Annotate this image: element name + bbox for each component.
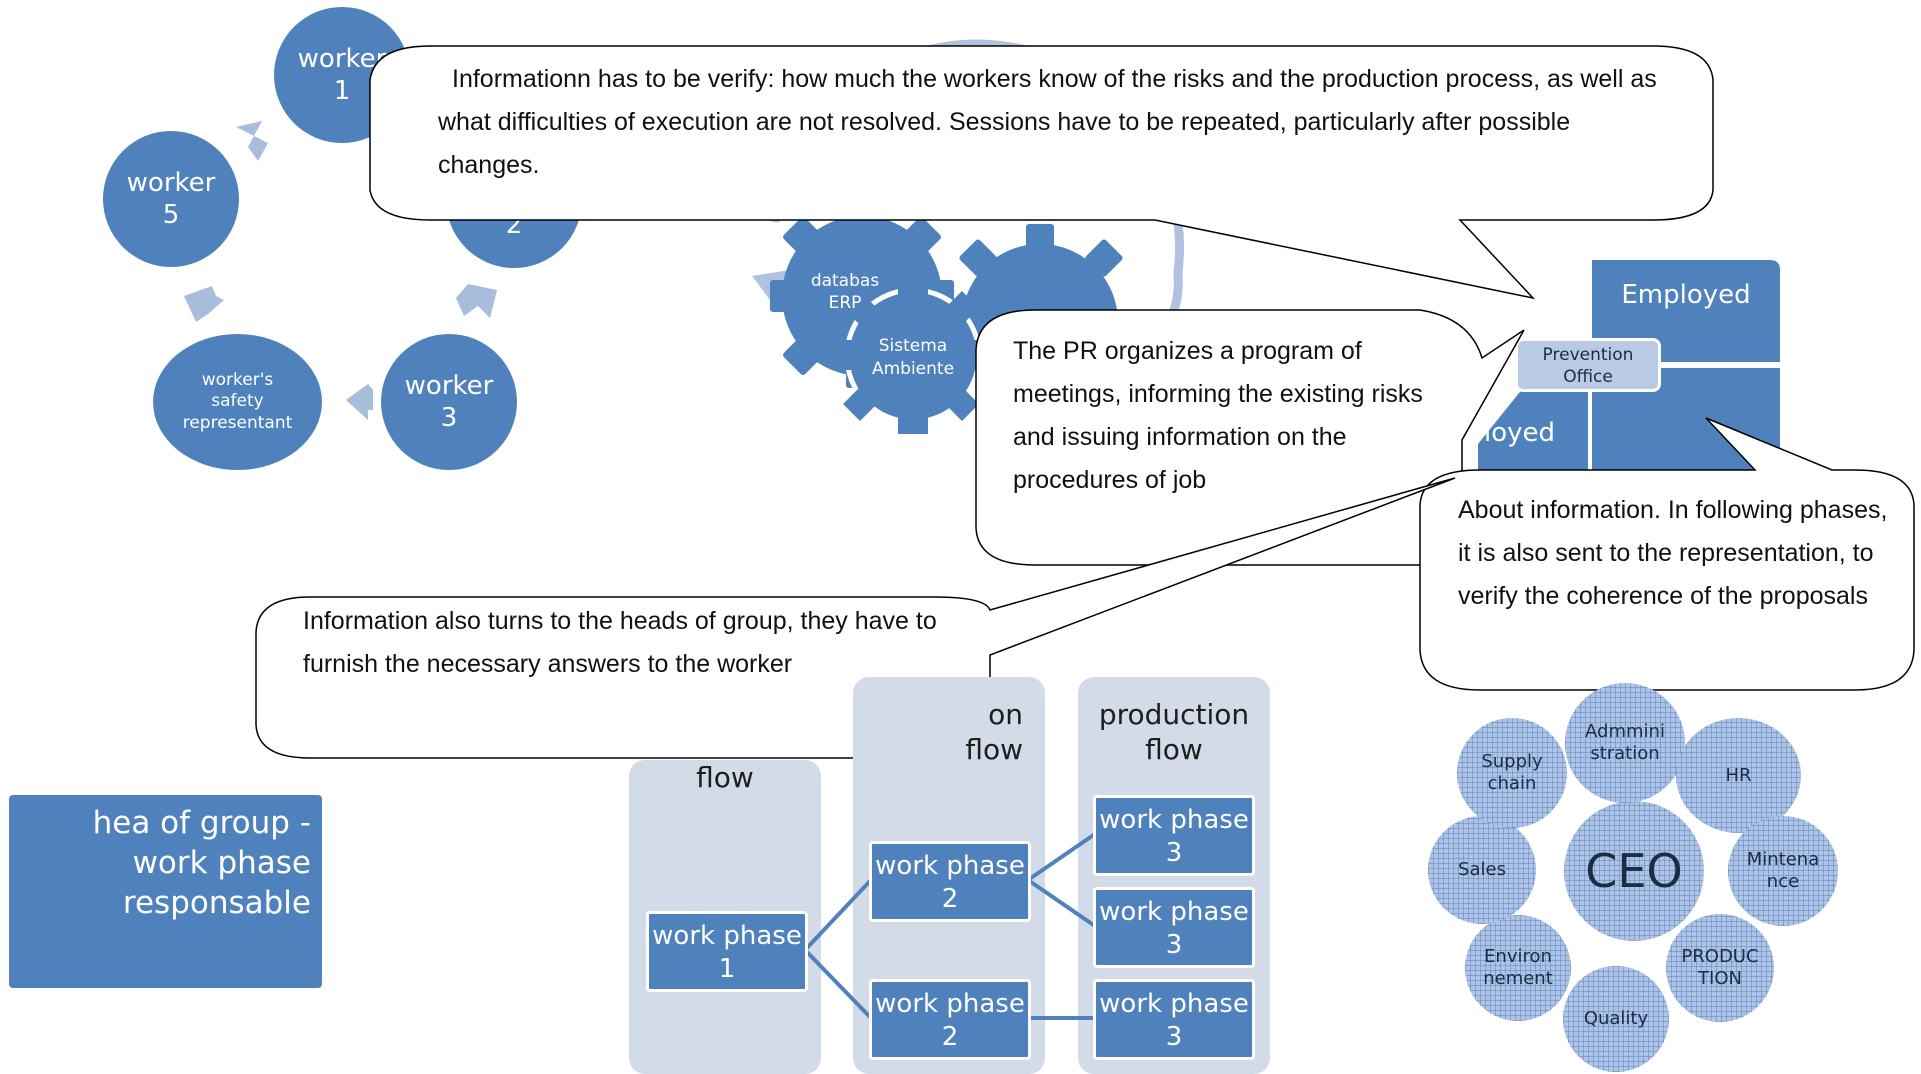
prevention-office-box: Prevention Office	[1515, 338, 1661, 392]
org-ceo-node: CEO	[1564, 801, 1704, 941]
gear-label-database: databas ERP	[810, 271, 880, 313]
org-hr-node: HR	[1676, 718, 1801, 833]
flow-column-3-title: production flow	[1098, 698, 1250, 766]
org-environment-node: Environ nement	[1465, 915, 1571, 1021]
work-phase-3b-box: work phase 3	[1093, 887, 1255, 968]
org-production-node: PRODUC TION	[1666, 914, 1774, 1022]
work-phase-2a-box: work phase 2	[869, 841, 1031, 922]
employed-left-block	[1478, 372, 1588, 470]
safety-representant-node: worker's safety representant	[153, 334, 322, 470]
employed-label: Employed	[1621, 280, 1751, 310]
cycle-arrow-3-to-rep	[346, 384, 373, 420]
work-phase-3a-box: work phase 3	[1093, 795, 1255, 876]
flow-column-2-title: on flow	[965, 698, 1023, 766]
org-administration-node: Admmini stration	[1565, 683, 1685, 803]
callout-pr-text: The PR organizes a program of meetings, …	[1013, 337, 1423, 494]
flow-column-1-title: flow	[696, 761, 754, 794]
worker-5-node: worker 5	[103, 131, 239, 267]
callout-about-text: About information. In following phases, …	[1458, 496, 1888, 610]
gear-small-teeth	[836, 280, 990, 434]
head-of-group-box: hea of group - work phase responsable	[9, 795, 322, 988]
employed-label-partial: loyed	[1484, 418, 1556, 448]
work-phase-3c-box: work phase 3	[1093, 979, 1255, 1060]
org-supply-chain-node: Supply chain	[1457, 718, 1567, 828]
employed-top-block	[1592, 260, 1780, 362]
org-sales-node: Sales	[1428, 816, 1536, 924]
org-quality-node: Quality	[1563, 966, 1669, 1072]
callout-heads-text: Information also turns to the heads of g…	[303, 607, 937, 678]
work-phase-1-box: work phase 1	[646, 911, 808, 992]
work-phase-2b-box: work phase 2	[869, 979, 1031, 1060]
callout-top-text: Informationn has to be verify: how much …	[438, 65, 1657, 179]
org-maintenance-node: Mintena nce	[1728, 816, 1838, 926]
cycle-arrow-2-to-3	[456, 284, 497, 318]
gear-label-sistema: Sistema Ambiente	[871, 336, 955, 379]
callout-top-shape	[369, 45, 1714, 300]
cycle-arrow-5-to-1	[236, 121, 268, 161]
callout-about-shape	[1419, 417, 1915, 691]
worker-3-node: worker 3	[381, 334, 517, 470]
cycle-arrow-rep-to-5	[184, 286, 224, 322]
